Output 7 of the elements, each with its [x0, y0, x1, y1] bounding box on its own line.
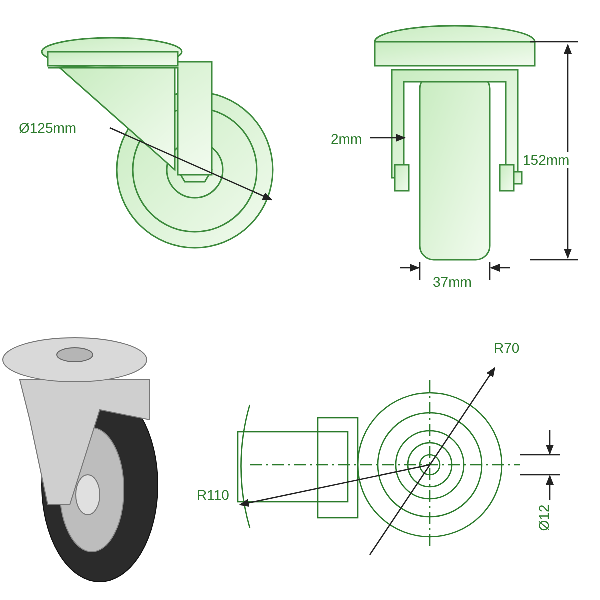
dimension-label: 152mm	[522, 152, 571, 168]
dimension-label: R110	[196, 487, 230, 503]
dimension-label: 37mm	[432, 274, 473, 290]
dimension-label: Ø12	[536, 504, 552, 532]
dimension-label: Ø125mm	[18, 120, 78, 136]
dimension-label: R70	[493, 340, 521, 356]
dimension-label: 2mm	[330, 131, 364, 147]
